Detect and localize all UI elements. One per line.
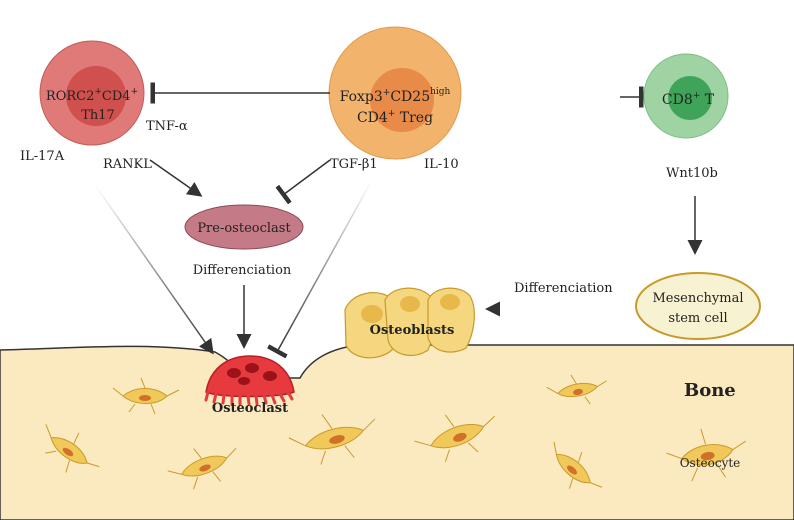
th17-label-line1: RORC2+CD4+ [46, 87, 138, 104]
osteoblasts-label: Osteoblasts [370, 323, 455, 338]
tgf-inhibits-preosteoclast [275, 159, 331, 205]
cd8-label: CD8+ T [662, 91, 715, 108]
th17-to-preosteoclast-arrow [149, 159, 203, 197]
msc-label-line2: stem cell [668, 311, 727, 326]
wnt10b-label: Wnt10b [666, 166, 718, 181]
differenciation-left-label: Differenciation [193, 263, 292, 278]
pre-osteoclast-label: Pre-osteoclast [197, 221, 291, 236]
bone-tissue [0, 344, 794, 520]
il10-inhibits-osteoclast [267, 179, 373, 359]
il10-label: IL-10 [424, 157, 459, 172]
tnfa-label: TNF-α [146, 119, 188, 134]
bone-label: Bone [684, 380, 736, 401]
th17-cell [39, 40, 145, 146]
osteocyte-cells [45, 374, 746, 490]
pre-osteoclast-cell [184, 204, 304, 250]
msc-cell [635, 272, 761, 340]
treg-label-line2: CD4+ Treg [357, 109, 433, 126]
msc-label-line1: Mesenchymal [653, 291, 744, 306]
cd8-t-cell [643, 53, 729, 139]
tgfb1-label: TGF-β1 [330, 157, 378, 172]
il17a-label: IL-17A [20, 149, 65, 164]
osteoclast-label: Osteoclast [212, 401, 288, 416]
differenciation-right-label: Differenciation [514, 281, 613, 296]
osteoblast-cells [344, 287, 475, 359]
th17-label-line2: Th17 [81, 108, 115, 123]
il17a-to-osteoclast-arrow [94, 184, 214, 355]
treg-label-line1: Foxp3+CD25high [340, 87, 451, 105]
rankl-label: RANKL [103, 157, 152, 172]
osteocyte-label: Osteocyte [680, 456, 741, 470]
osteoclast-cell [204, 355, 295, 406]
